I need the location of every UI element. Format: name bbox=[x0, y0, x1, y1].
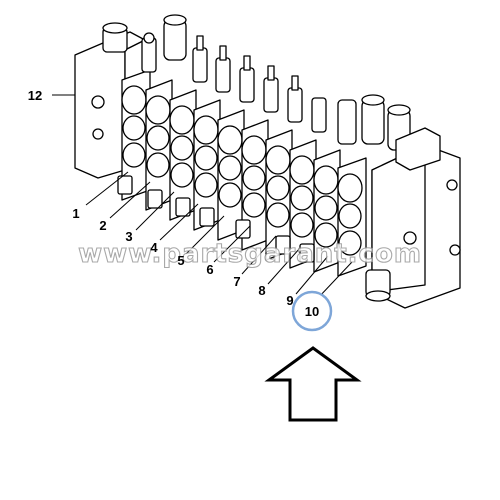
callout-12: 12 bbox=[28, 88, 42, 103]
callout-9: 9 bbox=[286, 293, 293, 308]
callout-6: 6 bbox=[206, 262, 213, 277]
callout-8: 8 bbox=[258, 283, 265, 298]
callout-4: 4 bbox=[150, 240, 158, 255]
leader-lines bbox=[52, 94, 353, 299]
callout-5: 5 bbox=[177, 253, 184, 268]
callout-1: 1 bbox=[72, 206, 79, 221]
callout-7: 7 bbox=[233, 274, 240, 289]
valve-sections bbox=[121, 69, 367, 277]
end-cap-plug bbox=[102, 22, 128, 53]
right-end-block bbox=[365, 127, 461, 309]
up-arrow-icon bbox=[264, 346, 362, 422]
lower-fittings bbox=[117, 175, 315, 263]
callout-10: 10 bbox=[305, 304, 319, 319]
callout-3: 3 bbox=[125, 229, 132, 244]
callout-2: 2 bbox=[99, 218, 106, 233]
highlight-ring bbox=[291, 290, 333, 332]
watermark: www.partsgarant.com bbox=[78, 239, 422, 269]
